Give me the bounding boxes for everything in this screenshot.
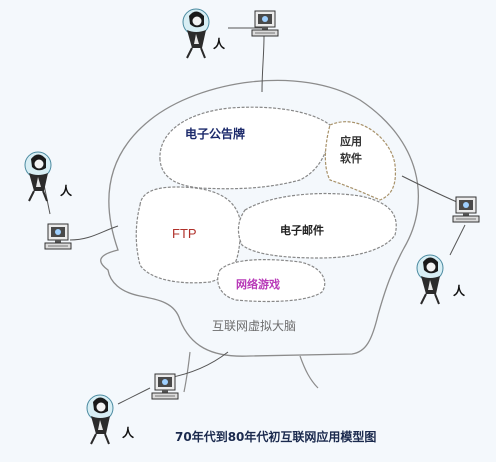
node-right: 人 <box>416 196 480 305</box>
app-region <box>324 121 397 201</box>
app-label-line2: 软件 <box>340 151 362 165</box>
diagram-caption: 70年代到80年代初互联网应用模型图 <box>175 430 377 444</box>
node-top: 人 <box>182 8 279 59</box>
games-label: 网络游戏 <box>236 277 280 291</box>
person-icon <box>24 151 52 202</box>
email-region <box>237 192 397 259</box>
person-label: 人 <box>213 36 226 51</box>
virtual-brain-label: 互联网虚拟大脑 <box>212 319 296 333</box>
email-label: 电子邮件 <box>280 223 324 237</box>
bbs-label: 电子公告牌 <box>185 126 245 141</box>
games-region <box>217 259 326 303</box>
computer-icon <box>452 196 480 223</box>
neck-outline <box>183 351 319 393</box>
app-label-line1: 应用 <box>340 134 362 148</box>
person-icon <box>416 254 444 305</box>
computer-icon <box>151 373 179 400</box>
ftp-label: FTP <box>172 226 197 241</box>
head-outline <box>100 79 419 357</box>
bbs-region <box>159 106 331 190</box>
node-left: 人 <box>24 151 73 250</box>
node-bottom: 人 <box>86 373 179 445</box>
computer-icon <box>44 223 72 250</box>
person-label: 人 <box>60 183 73 198</box>
person-label: 人 <box>122 425 135 440</box>
computer-icon <box>251 10 279 37</box>
person-icon <box>182 8 210 59</box>
ftp-region <box>135 186 242 284</box>
person-icon <box>86 394 114 445</box>
person-label: 人 <box>453 283 466 298</box>
